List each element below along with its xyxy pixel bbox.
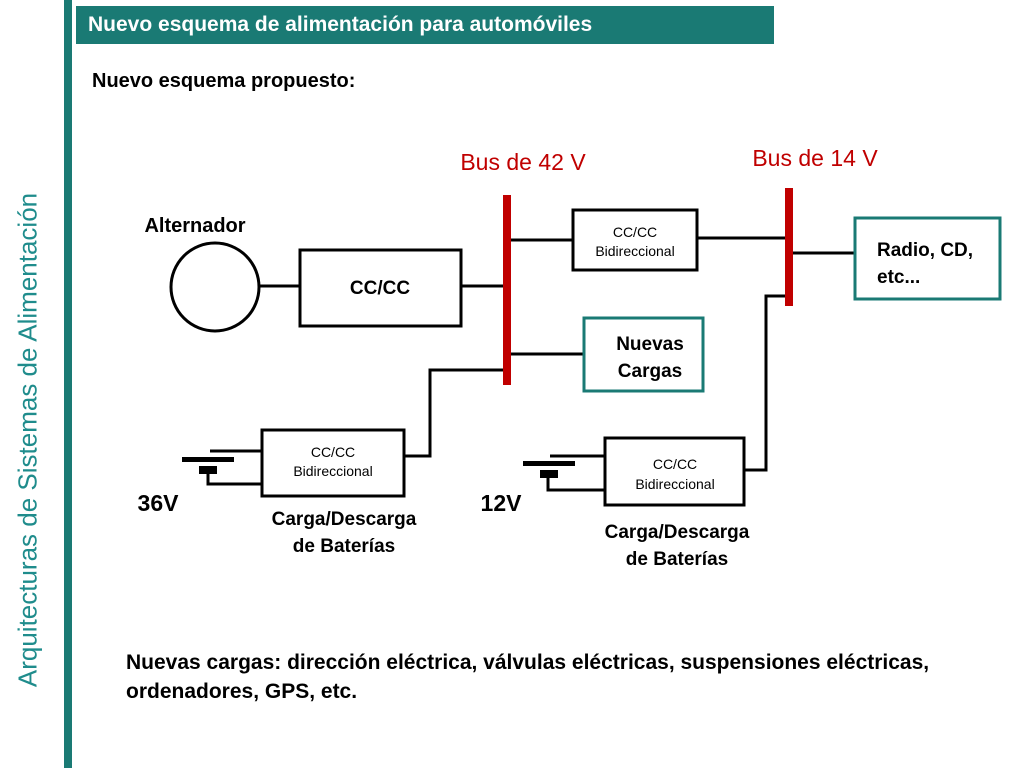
- header-title: Nuevo esquema de alimentación para autom…: [76, 6, 774, 44]
- battery-12v-icon: [523, 461, 575, 478]
- nuevas-cargas-box: [582, 316, 705, 393]
- nuevas-cargas-line2: Cargas: [618, 361, 682, 382]
- subtitle: Nuevo esquema propuesto:: [92, 70, 356, 92]
- bidir-top-box: [571, 208, 699, 272]
- bus-42v: [503, 195, 511, 385]
- wire-bus14-bidir12: [744, 294, 789, 472]
- alternator-label: Alternador: [144, 215, 245, 237]
- wires: [206, 236, 855, 492]
- carga36-line2: de Baterías: [293, 536, 395, 557]
- radio-box: [853, 216, 1002, 301]
- alternator-circle: [169, 241, 261, 333]
- v12-label: 12V: [481, 490, 523, 516]
- bidir-top-line1: CC/CC: [613, 224, 657, 240]
- battery-36v-icon: [182, 457, 234, 474]
- bidir-36-line2: Bidireccional: [293, 463, 372, 479]
- caption: Nuevas cargas: dirección eléctrica, válv…: [126, 651, 930, 703]
- bidir-36-line1: CC/CC: [311, 444, 355, 460]
- radio-line1: Radio, CD,: [877, 240, 973, 261]
- nuevas-cargas-line1: Nuevas: [616, 334, 684, 355]
- v36-label: 36V: [138, 490, 180, 516]
- bidir-12-line1: CC/CC: [653, 456, 697, 472]
- bidir-12-box: [603, 436, 746, 507]
- carga12-line1: Carga/Descarga: [605, 522, 750, 543]
- cccc-box: [298, 248, 463, 328]
- wire-bus42-bidir36: [404, 368, 506, 458]
- bidir-12-line2: Bidireccional: [635, 476, 714, 492]
- wire-bat36-bottom: [206, 474, 262, 486]
- bidir-36-box: [260, 428, 406, 498]
- bus42-label: Bus de 42 V: [460, 149, 586, 175]
- bus-14v: [785, 188, 793, 306]
- wire-bat12-bottom: [546, 478, 605, 492]
- carga12-line2: de Baterías: [626, 549, 728, 570]
- bus14-label: Bus de 14 V: [752, 145, 878, 171]
- bidir-top-line2: Bidireccional: [595, 243, 674, 259]
- radio-line2: etc...: [877, 267, 920, 288]
- carga36-line1: Carga/Descarga: [272, 509, 417, 530]
- vertical-accent-bar: [64, 0, 72, 768]
- cccc-label: CC/CC: [350, 278, 410, 299]
